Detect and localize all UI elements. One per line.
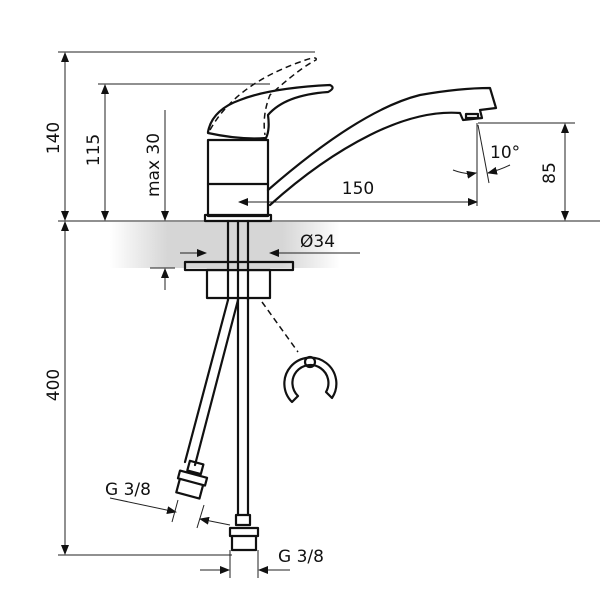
dimension-label-10deg: 10°	[490, 143, 520, 163]
faucet-spout	[266, 86, 498, 207]
ext-g38-left-b	[196, 504, 205, 529]
clip-hole	[303, 355, 317, 369]
dimension-label-400: 400	[44, 369, 64, 401]
retaining-clip	[283, 356, 338, 404]
angle-arrow-right	[487, 164, 511, 175]
aerator	[464, 112, 480, 120]
angle-arrow-left	[452, 169, 477, 179]
dimension-line-g38-left-b	[199, 516, 231, 526]
dimension-line-g38-left-a	[109, 497, 177, 515]
dimension-label-140: 140	[44, 122, 64, 154]
dimension-label-150: 150	[342, 179, 374, 199]
clip-leader-line	[261, 301, 299, 353]
hose-fitting-left	[175, 459, 209, 500]
hose-diagonal	[183, 298, 230, 464]
dimension-label-115: 115	[84, 134, 104, 166]
countertop-section	[110, 222, 340, 268]
dimension-label-85: 85	[540, 162, 560, 184]
ext-g38-left-a	[171, 499, 179, 523]
spout-angle-line	[477, 124, 490, 184]
lever-raised-outline	[209, 57, 317, 136]
dimension-label-g38-bottom: G 3/8	[278, 547, 324, 567]
hose-fitting-bottom	[228, 513, 260, 552]
dimension-label-d34: Ø34	[300, 232, 335, 252]
dimension-label-max30: max 30	[144, 133, 164, 197]
hose-diagonal-edge	[193, 298, 240, 467]
dimension-label-g38-left: G 3/8	[105, 480, 151, 500]
faucet-body	[206, 138, 270, 218]
faucet-lever	[206, 83, 334, 140]
